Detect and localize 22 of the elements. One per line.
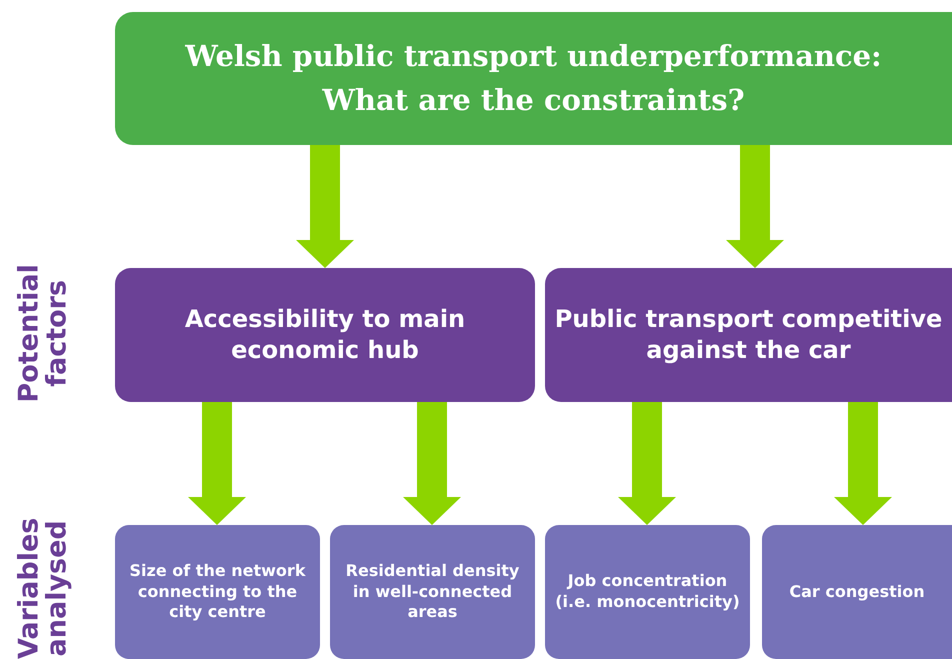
variable-box xyxy=(115,525,320,659)
variable-box xyxy=(545,525,750,659)
factor-box xyxy=(545,268,952,402)
box-label: Accessibility to main economic hub xyxy=(184,304,466,366)
box-label: Welsh public transport underperformance: What are the constraints? xyxy=(184,38,883,118)
box-label: Public transport competitive against the car xyxy=(554,304,944,366)
block-arrow xyxy=(726,145,784,268)
block-arrow xyxy=(834,402,892,525)
row-label: Potential factors xyxy=(16,263,72,405)
block-arrow xyxy=(618,402,676,525)
variable-box xyxy=(330,525,535,659)
factor-box xyxy=(115,268,535,402)
block-arrow xyxy=(403,402,461,525)
box-label: Size of the network connecting to the city centre xyxy=(128,560,307,624)
block-arrow xyxy=(188,402,246,525)
box-label: Residential density in well-connected areas xyxy=(344,560,520,624)
block-arrow xyxy=(296,145,354,268)
variable-box xyxy=(762,525,952,659)
title-box xyxy=(115,12,952,145)
box-label: Car congestion xyxy=(789,582,925,602)
row-label: Variables analysed xyxy=(16,516,72,659)
box-label: Job concentration (i.e. monocentricity) xyxy=(554,571,741,613)
